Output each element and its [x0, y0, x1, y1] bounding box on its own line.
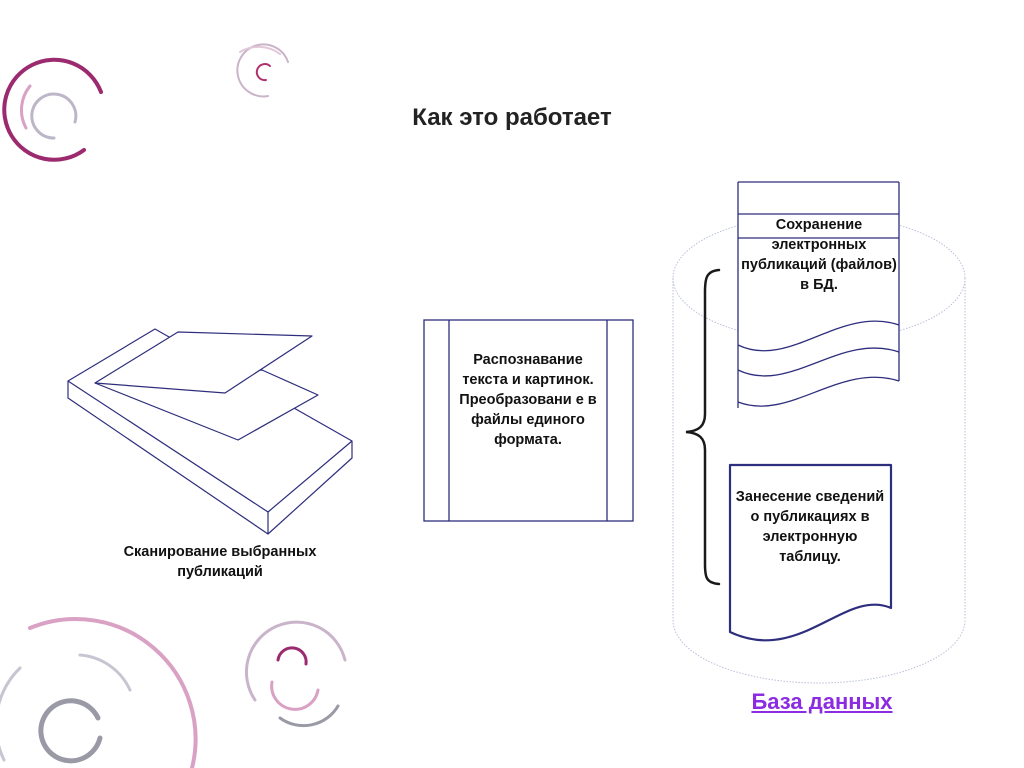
scanning-caption: Сканирование выбранных публикаций [123, 544, 317, 580]
saving-step-text: Сохранение электронных публикаций (файло… [741, 217, 897, 293]
database-cylinder-icon [672, 214, 966, 684]
spreadsheet-document-icon [728, 463, 893, 642]
ornament-bottom-center [244, 620, 347, 728]
stored-files-document-icon [737, 181, 900, 408]
scanner-icon [67, 328, 353, 535]
ornament-top-left [2, 57, 103, 162]
recognition-step-text: Распознавание текста и картинок. Преобра… [459, 352, 597, 448]
ornament-bottom-left [0, 617, 198, 768]
recognition-process-box [423, 319, 634, 522]
ornament-top-center [236, 43, 289, 98]
grouping-brace [685, 268, 721, 586]
slide-title: Как это работает [412, 104, 612, 131]
table-entry-step-text: Занесение сведений о публикациях в элект… [735, 489, 885, 565]
database-link[interactable]: База данных [751, 689, 893, 714]
